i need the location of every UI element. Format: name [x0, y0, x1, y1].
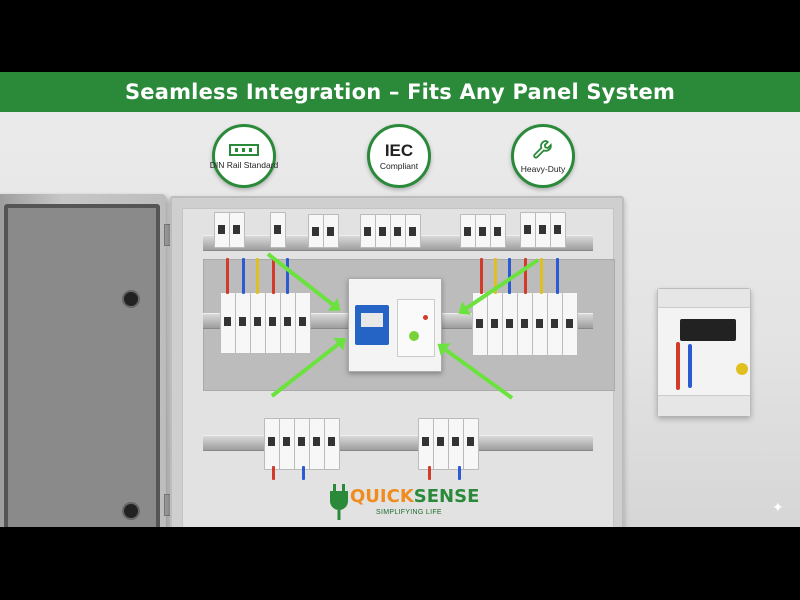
- iec-icon: IEC: [384, 140, 414, 160]
- breaker: [463, 418, 479, 470]
- breaker: [235, 292, 251, 354]
- quicksense-logo: QUICKSENSE SIMPLIFYING LIFE: [328, 482, 479, 526]
- wire: [286, 258, 289, 294]
- din-rail-icon: [229, 144, 259, 156]
- door-latch-bottom: [122, 502, 140, 520]
- breaker: [220, 292, 236, 354]
- breaker: [517, 292, 533, 356]
- banner-title: Seamless Integration – Fits Any Panel Sy…: [124, 80, 676, 104]
- product-illustration: Seamless Integration – Fits Any Panel Sy…: [0, 72, 800, 527]
- device-test-button: [409, 331, 419, 341]
- breaker: [360, 214, 376, 248]
- wire: [458, 466, 461, 480]
- breaker: [309, 418, 325, 470]
- din-rail-bottom: [203, 435, 593, 451]
- breaker: [502, 292, 518, 356]
- breaker: [550, 212, 566, 248]
- sparkle-icon: ✦: [772, 500, 784, 516]
- device-led: [423, 315, 428, 320]
- breaker: [433, 418, 449, 470]
- breaker: [405, 214, 421, 248]
- door-latch-top: [122, 290, 140, 308]
- breaker: [375, 214, 391, 248]
- breaker: [547, 292, 563, 356]
- breaker: [532, 292, 548, 356]
- title-banner: Seamless Integration – Fits Any Panel Sy…: [0, 72, 800, 112]
- energy-meter: [657, 288, 751, 416]
- meter-display: [680, 319, 736, 341]
- breaker: [460, 214, 476, 248]
- breaker: [323, 214, 339, 248]
- breaker: [295, 292, 311, 354]
- wire: [226, 258, 229, 294]
- letterbox-top: [0, 0, 800, 72]
- breaker: [214, 212, 230, 248]
- wire: [242, 258, 245, 294]
- wire: [524, 258, 527, 294]
- breaker: [270, 212, 286, 248]
- badge-iec-label: Compliant: [379, 160, 419, 171]
- wire: [272, 258, 275, 294]
- door-gasket: [4, 204, 160, 527]
- breaker: [308, 214, 324, 248]
- badge-heavy-duty: Heavy-Duty: [511, 124, 575, 188]
- breaker: [279, 418, 295, 470]
- breaker: [250, 292, 266, 354]
- badge-din-rail-label: DIN Rail Standard: [209, 160, 279, 170]
- breaker: [418, 418, 434, 470]
- breaker: [294, 418, 310, 470]
- letterbox-bottom: [0, 527, 800, 600]
- logo-word-quick: QUICK: [350, 486, 414, 507]
- breaker: [490, 214, 506, 248]
- badge-din-rail: DIN Rail Standard: [209, 124, 279, 188]
- meter-terminals-top: [658, 289, 750, 308]
- wrench-icon: [533, 140, 552, 159]
- breaker: [448, 418, 464, 470]
- plug-icon: [330, 484, 348, 520]
- breaker: [280, 292, 296, 354]
- breaker: [265, 292, 281, 354]
- breaker: [520, 212, 536, 248]
- breaker: [535, 212, 551, 248]
- wire: [256, 258, 259, 294]
- device-module: [397, 299, 435, 357]
- wire: [480, 258, 483, 294]
- breaker: [264, 418, 280, 470]
- breaker: [562, 292, 578, 356]
- wire: [428, 466, 431, 480]
- meter-wire-blue: [688, 344, 692, 388]
- logo-tagline: SIMPLIFYING LIFE: [376, 509, 442, 516]
- breaker: [324, 418, 340, 470]
- wire: [302, 466, 305, 480]
- panel-door: [0, 194, 172, 527]
- highlighted-device: [348, 278, 442, 372]
- device-toggle-lever: [361, 313, 383, 327]
- breaker: [475, 214, 491, 248]
- meter-terminals-bottom: [658, 395, 750, 416]
- wire: [540, 258, 543, 294]
- breaker: [390, 214, 406, 248]
- logo-wordmark: QUICKSENSE: [350, 486, 479, 507]
- badge-heavy-duty-label: Heavy-Duty: [520, 164, 566, 174]
- wire: [494, 258, 497, 294]
- breaker: [229, 212, 245, 248]
- breaker: [487, 292, 503, 356]
- meter-wire-red: [676, 342, 680, 390]
- wire: [556, 258, 559, 294]
- logo-word-sense: SENSE: [413, 486, 480, 507]
- wire: [272, 466, 275, 480]
- meter-button: [736, 363, 748, 375]
- badge-iec: IEC Compliant: [367, 124, 431, 188]
